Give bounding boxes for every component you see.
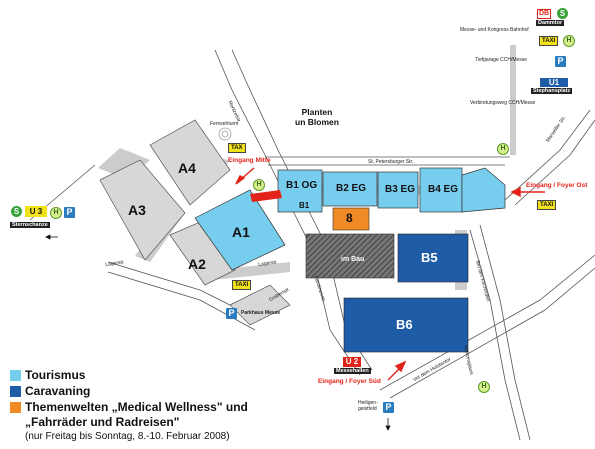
parking-parkhaus-icon: P [226, 308, 237, 319]
hall-a4-label: A4 [178, 160, 196, 176]
hall-b4-annex [461, 167, 506, 213]
hall-b1-label: B1 [299, 201, 310, 210]
place-sternschanze: Sternschanze [10, 222, 50, 228]
parking-heiligengeistfeld-icon: P [383, 402, 394, 413]
tourism-halls [194, 167, 506, 271]
hall-b1og-label: B1 OG [286, 180, 318, 191]
u2-icon: U 2 [343, 357, 361, 367]
hall-8 [332, 207, 370, 231]
parking-sternschanze-icon: P [64, 207, 75, 218]
entrance-sued-label: Eingang / Foyer Süd [318, 378, 381, 385]
hall-b5 [397, 233, 469, 283]
hall-8-label: 8 [346, 211, 353, 225]
bus-stop-mitte-icon: H [253, 179, 265, 191]
legend-label-tourismus: Tourismus [25, 368, 86, 382]
sbahn-sternschanze-icon: S [11, 206, 22, 217]
connector-bridge [250, 190, 282, 202]
place-heiligengeistfeld: Heiligen-geistfeld [358, 400, 378, 412]
place-stephansplatz: Stephansplatz [531, 88, 573, 94]
hall-a3-label: A3 [128, 202, 146, 218]
fernsehturm-icon [218, 127, 232, 141]
parking-tiefgarage-icon: P [555, 56, 566, 67]
hall-a4 [149, 119, 231, 206]
entrance-arrows [235, 167, 545, 381]
hall-b2eg [322, 171, 378, 207]
hall-a1 [194, 189, 286, 271]
place-fernsehturm: Fernsehturm [210, 121, 239, 127]
place-messe-kongress-bahnhof: Messe- und Kongress Bahnhof [460, 27, 529, 33]
db-icon: DB [537, 9, 552, 19]
parkhaus-messe-building [229, 284, 291, 326]
a-hall-buildings [99, 119, 291, 326]
legend-swatch-tourismus [10, 370, 21, 381]
hall-b2eg-label: B2 EG [336, 183, 367, 194]
hall-b6-label: B6 [396, 317, 413, 332]
hall-b5-label: B5 [421, 250, 438, 265]
place-tiefgarage: Tiefgarage CCH/Messe [475, 57, 528, 63]
hall-im-bau-label: im Bau [341, 256, 365, 263]
bus-stop-dammtor-icon: H [563, 35, 575, 47]
u1-icon: U1 [540, 78, 568, 87]
hall-b3eg-label: B3 EG [385, 184, 416, 195]
bus-stop-sternschanze-icon: H [50, 207, 62, 219]
bus-stop-petersburger-icon: H [497, 143, 509, 155]
legend-swatch-caravaning [10, 386, 21, 397]
place-verbindungsweg: Verbindungsweg CCH/Messe [470, 100, 536, 106]
entrance-ost-label: Eingang / Foyer Ost [526, 182, 588, 189]
taxi-mitte-icon: TAX [228, 143, 246, 153]
sbahn-dammtor-icon: S [557, 8, 568, 19]
roads [29, 49, 595, 441]
direction-arrows [45, 234, 391, 431]
legend-label-themen-line2: „Fahrräder und Radreisen" [25, 415, 180, 429]
hall-b4eg [419, 167, 463, 213]
bus-stop-holstenglacis-icon: H [478, 381, 490, 393]
place-dammtor: Dammtor [536, 20, 565, 26]
hall-im-bau [305, 233, 395, 279]
taxi-dammtor-icon: TAXI [539, 36, 559, 46]
park-name-line2: un Blomen [295, 117, 339, 127]
legend-label-themen-line1: Themenwelten „Medical Wellness" und [25, 400, 248, 414]
hall-a3 [99, 159, 186, 261]
legend-note-themen: (nur Freitag bis Sonntag, 8.-10. Februar… [25, 431, 230, 442]
taxi-ost-icon: TAXI [537, 200, 557, 210]
legend-swatch-themen [10, 402, 21, 413]
street-st-petersburger: St. Petersburger Str. [368, 159, 414, 165]
entrance-mitte-label: Eingang Mitte [228, 157, 271, 164]
hall-b6 [343, 297, 469, 353]
place-parkhaus-messe: Parkhaus Messe [241, 310, 281, 316]
hall-a2 [169, 221, 236, 286]
legend-label-caravaning: Caravaning [25, 384, 91, 398]
taxi-parkhaus-icon: TAXI [232, 280, 252, 290]
hall-a1-label: A1 [232, 224, 250, 240]
hall-b3eg [377, 171, 419, 209]
place-messehallen: Messehallen [334, 368, 371, 374]
u3-icon: U 3 [25, 206, 47, 217]
hall-a2-label: A2 [188, 256, 206, 272]
hall-b4eg-label: B4 EG [428, 184, 459, 195]
park-name-line1: Planten [301, 107, 333, 117]
